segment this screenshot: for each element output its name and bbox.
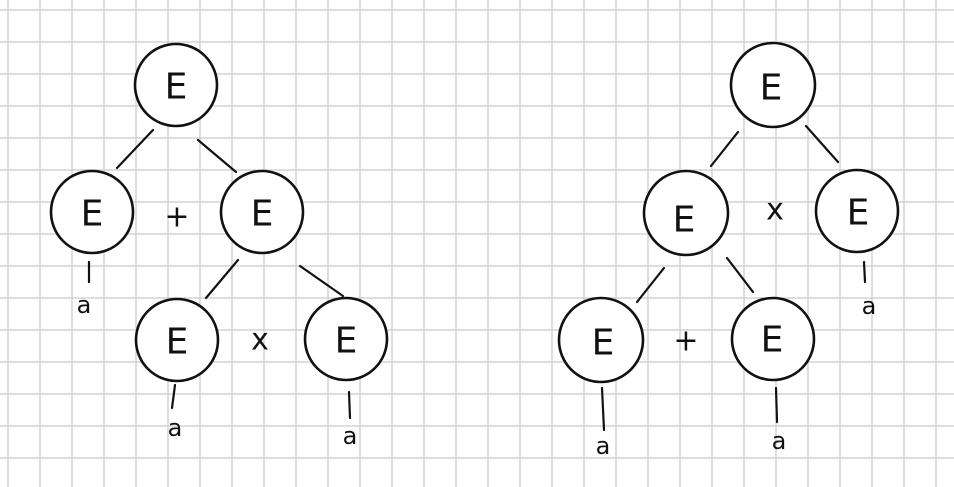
edges	[600, 124, 867, 432]
parse-tree-right: E E E E E x + a a a	[557, 41, 900, 460]
node-circle	[303, 296, 389, 382]
edge	[298, 264, 345, 298]
edge	[115, 128, 155, 170]
operator-label: x	[766, 193, 784, 228]
node-label: E	[251, 194, 274, 235]
node-label: E	[592, 323, 615, 364]
node: E	[642, 169, 730, 257]
node: E	[303, 296, 389, 382]
edge	[774, 386, 779, 424]
node-label: E	[760, 68, 783, 109]
node: E	[557, 296, 645, 384]
node-circle	[814, 168, 900, 254]
node-circle	[730, 296, 816, 382]
edge	[709, 130, 740, 168]
node: E	[814, 168, 900, 254]
operator-label: +	[673, 324, 698, 359]
leaf-label: a	[596, 432, 611, 460]
leaf-label: a	[77, 291, 92, 319]
node-circle	[133, 42, 219, 128]
node-circle	[557, 296, 645, 384]
node: E	[729, 41, 817, 129]
operator-label: +	[164, 200, 189, 235]
node-label: E	[761, 320, 784, 361]
node: E	[134, 297, 220, 383]
node-circle	[642, 169, 730, 257]
node-circle	[134, 297, 220, 383]
node-label: E	[335, 321, 358, 362]
edge	[862, 260, 867, 284]
edges	[87, 128, 352, 420]
operator-label: x	[251, 323, 269, 358]
edge	[804, 124, 840, 164]
leaf-label: a	[168, 414, 183, 442]
node-label: E	[81, 194, 104, 235]
leaf-label: a	[862, 292, 877, 320]
node: E	[730, 296, 816, 382]
edge	[170, 383, 177, 410]
edge	[600, 386, 606, 432]
node-label: E	[166, 322, 189, 363]
node-circle	[49, 169, 135, 255]
node-label: E	[165, 67, 188, 108]
node-label: E	[673, 200, 696, 241]
node-circle	[729, 41, 817, 129]
node: E	[219, 169, 305, 255]
node-circle	[219, 169, 305, 255]
edge	[725, 256, 755, 294]
edge	[196, 138, 238, 174]
edge	[347, 390, 352, 420]
node: E	[49, 169, 135, 255]
edge	[635, 266, 666, 304]
edge	[204, 258, 240, 300]
leaf-label: a	[772, 427, 787, 455]
parse-tree-left: E E E E E + x a a a	[49, 42, 389, 450]
node-label: E	[847, 193, 870, 234]
leaf-label: a	[343, 422, 358, 450]
node: E	[133, 42, 219, 128]
